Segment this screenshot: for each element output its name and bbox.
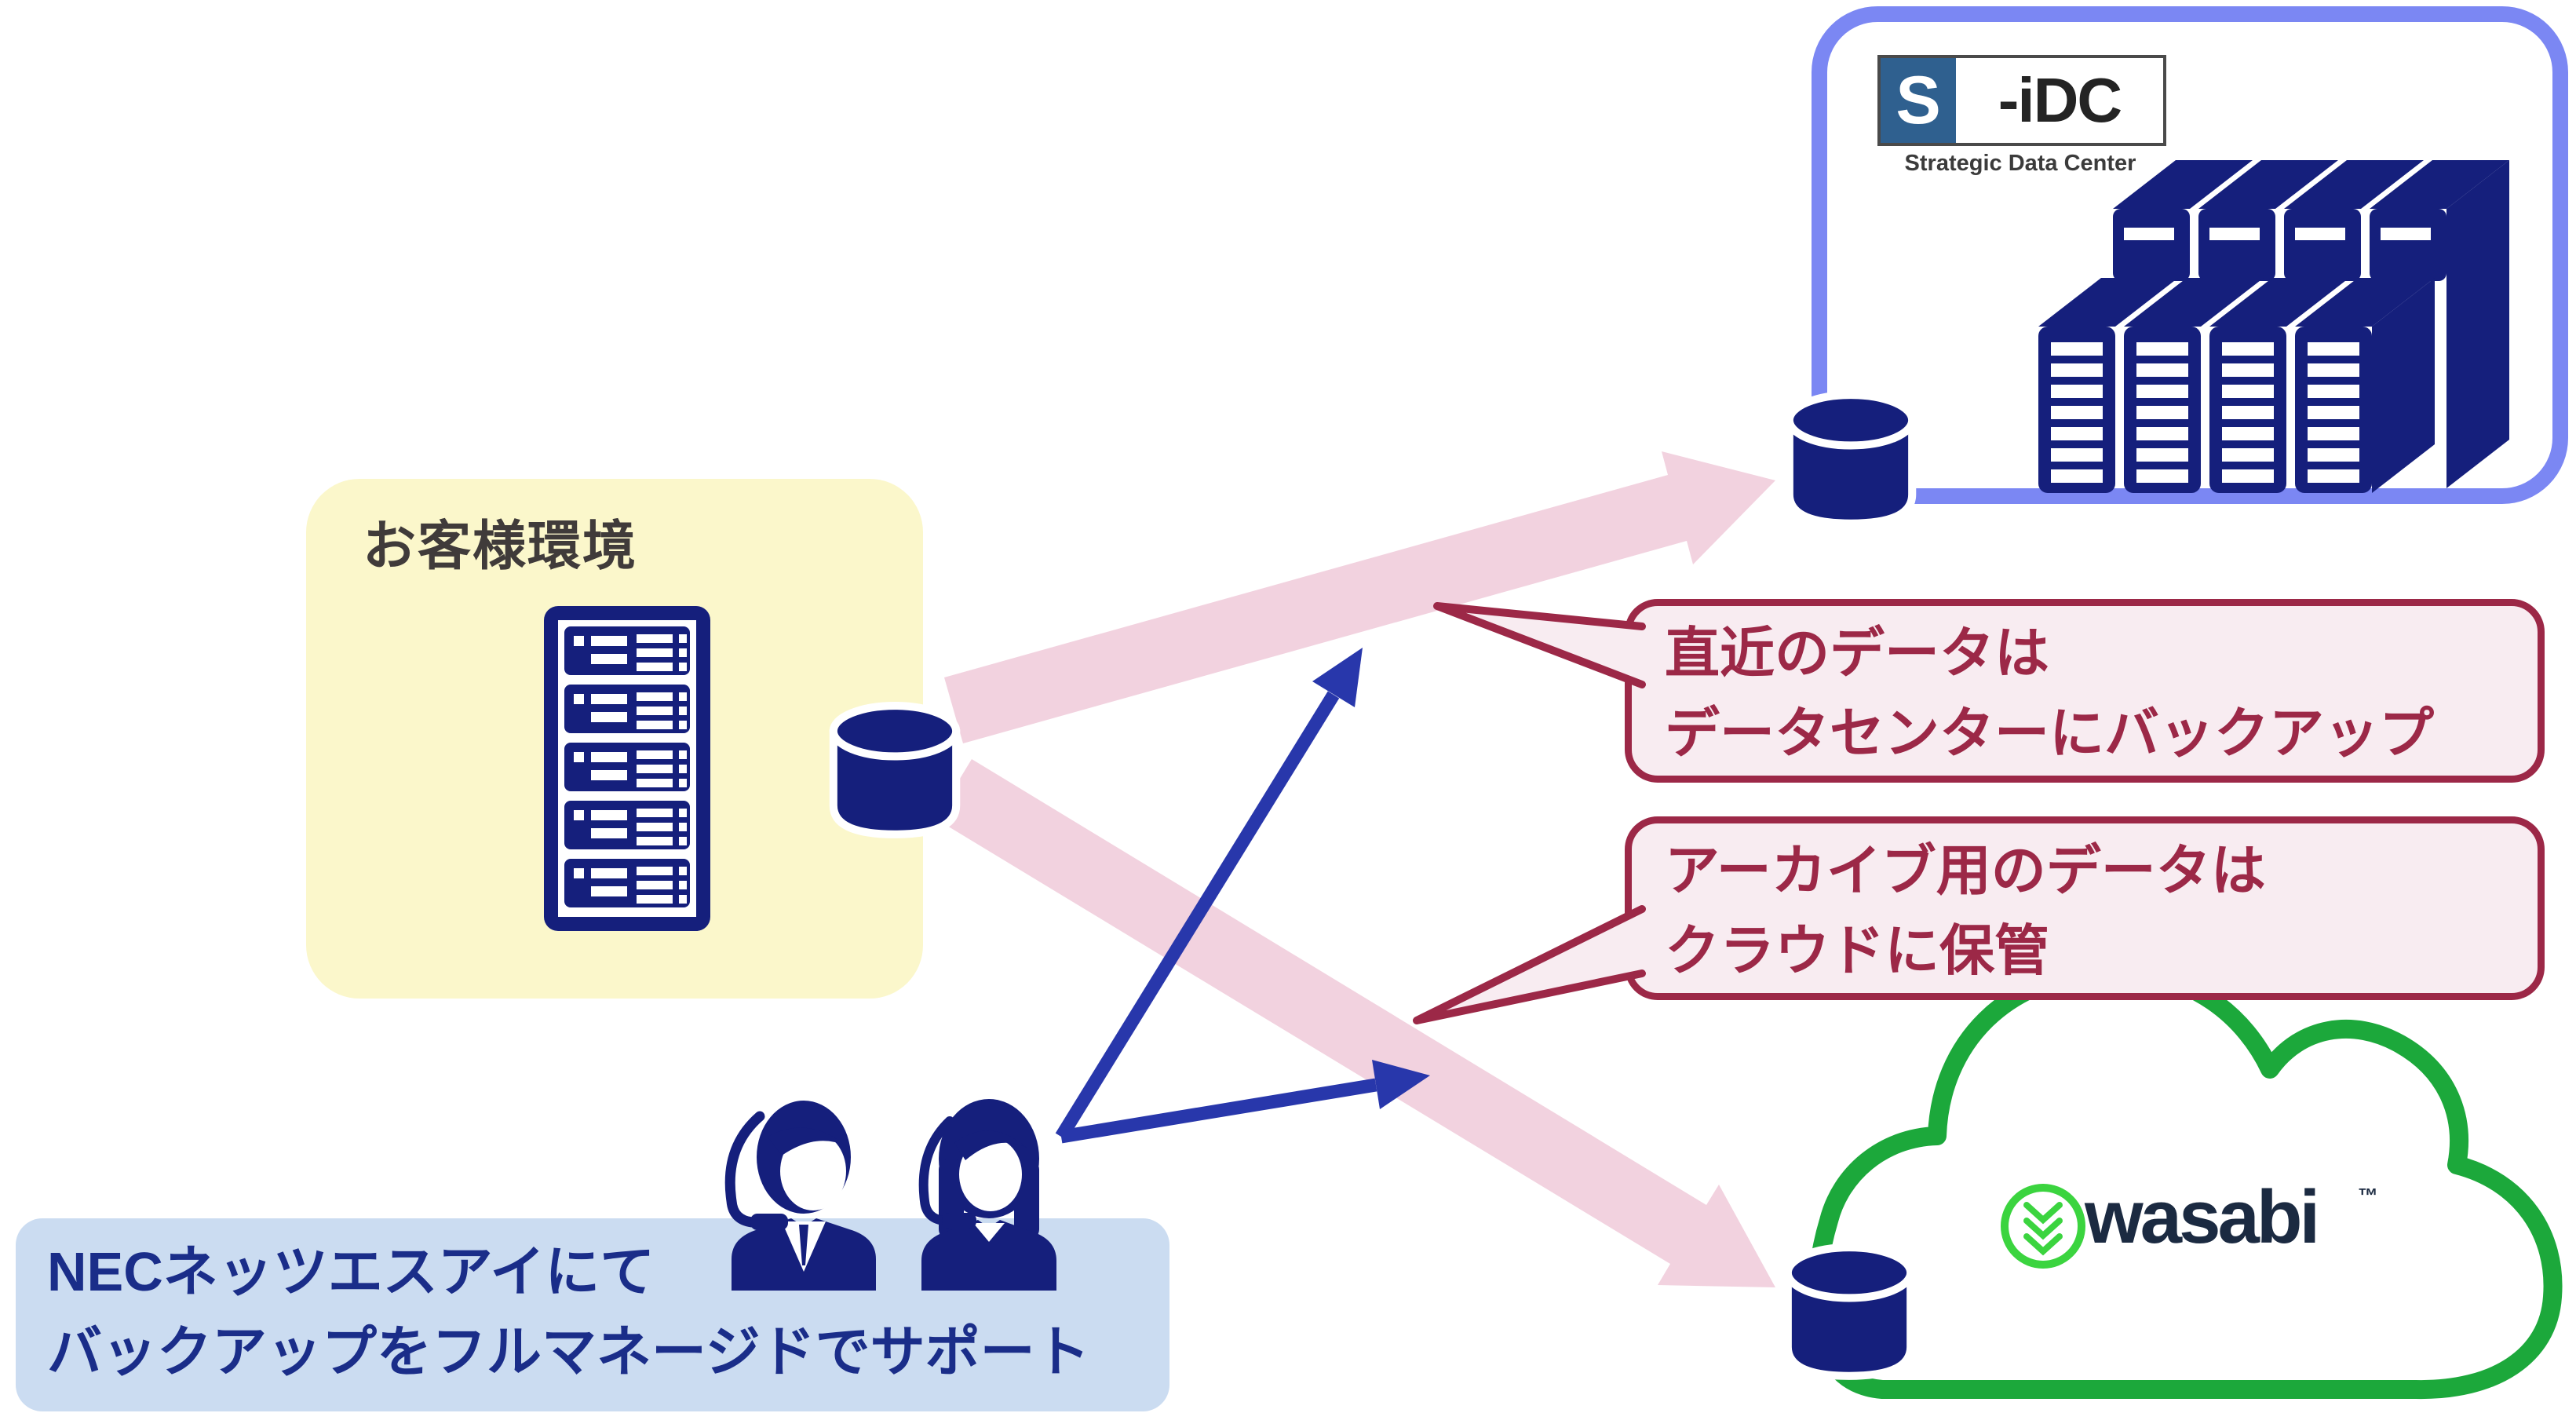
support-line2: バックアップをフルマネージドでサポート [47,1320,1090,1382]
callout-archive-data: アーカイブ用のデータは クラウドに保管 [1625,816,2545,1000]
sidc-logo: S -iDC [1877,55,2166,146]
callout-tail-lower [1413,905,1646,1024]
wasabi-trademark: ™ [2358,1184,2378,1207]
callout-recent-line2: データセンターにバックアップ [1665,702,2434,764]
server-tower-icon [544,606,710,931]
datacenter-database-icon [1790,395,1912,524]
callout-archive-line1: アーカイブ用のデータは [1665,840,2266,901]
male-support-agent-icon [724,1101,876,1291]
server-racks-icon [2038,160,2509,493]
cloud-icon [1807,962,2563,1400]
customer-database-icon [834,706,956,834]
support-banner: NECネッツエスアイにて バックアップをフルマネージドでサポート [16,1218,1169,1411]
wasabi-wordmark: wasabi [2085,1175,2320,1259]
support-line1: NECネッツエスアイにて [47,1241,655,1302]
backup-arrow-to-datacenter [944,451,1775,743]
cloud-database-icon [1788,1247,1910,1376]
female-support-agent-icon [918,1099,1056,1291]
support-arrow-upper [1055,648,1363,1141]
sidc-logo-idc: -iDC [1998,65,2122,135]
callout-recent-line1: 直近のデータは [1665,623,2049,684]
backup-arrow-to-cloud [936,759,1775,1287]
wasabi-leaf-icon [2001,1184,2085,1269]
callout-archive-line2: クラウドに保管 [1665,919,2049,981]
callout-tail-upper [1433,602,1646,688]
sidc-logo-s: S [1881,58,1956,143]
callout-recent-data: 直近のデータは データセンターにバックアップ [1625,599,2545,783]
customer-environment-title: お客様環境 [363,517,638,576]
sidc-subtitle: Strategic Data Center [1904,151,2136,176]
support-arrow-lower [1060,1060,1430,1144]
